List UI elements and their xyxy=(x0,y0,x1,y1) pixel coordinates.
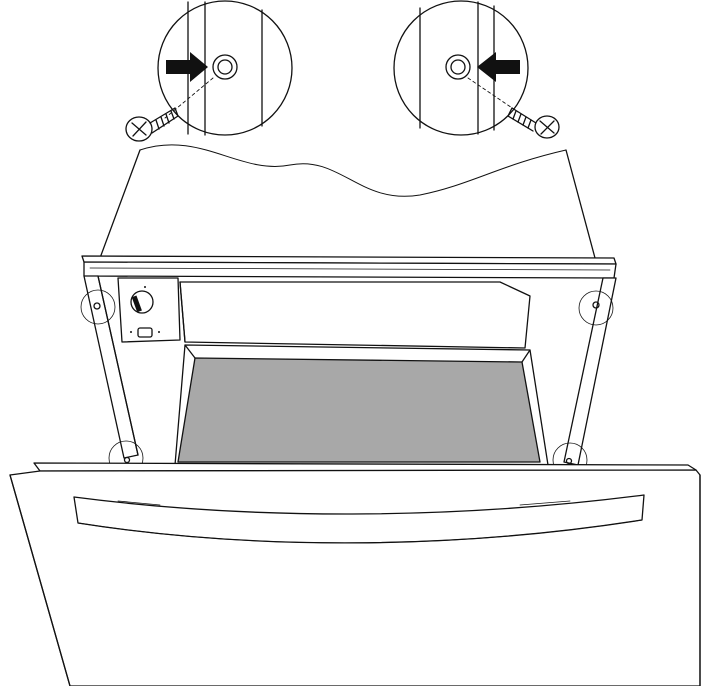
screw-icon xyxy=(125,107,179,142)
back-panel xyxy=(179,281,531,349)
arrow-right-icon xyxy=(166,52,208,82)
right-screw-hole xyxy=(445,54,471,80)
left-screw-hole xyxy=(212,54,238,80)
cabinet-left-edge xyxy=(99,149,141,259)
arrow-left-icon xyxy=(477,52,520,82)
cabinet-outline xyxy=(99,144,596,259)
right-front-screw-callout xyxy=(578,290,614,326)
tray-bottom xyxy=(177,357,541,463)
right-rear-screw xyxy=(565,457,573,465)
left-front-screw xyxy=(93,302,101,310)
cabinet-break-line xyxy=(139,144,567,197)
right-screw-hole-inner xyxy=(450,59,466,75)
right-front-screw xyxy=(592,301,600,309)
drawer-frame xyxy=(80,255,617,478)
left-screw-hole-inner xyxy=(217,59,233,75)
cabinet-right-edge xyxy=(565,149,596,259)
left-callout xyxy=(125,0,293,142)
left-rear-screw xyxy=(123,456,131,464)
screw-icon xyxy=(507,107,560,139)
right-callout xyxy=(393,0,560,139)
left-magnifier-circle xyxy=(157,0,293,136)
left-leader-line xyxy=(164,77,214,119)
right-side-rail xyxy=(563,277,617,466)
drawer-interior xyxy=(174,281,549,466)
knob-grip xyxy=(131,295,142,313)
right-leader-line xyxy=(467,77,519,113)
drawer-front xyxy=(9,462,701,686)
indicator-switch[interactable] xyxy=(137,327,153,338)
control-panel xyxy=(117,277,181,343)
left-front-screw-callout xyxy=(80,289,116,325)
